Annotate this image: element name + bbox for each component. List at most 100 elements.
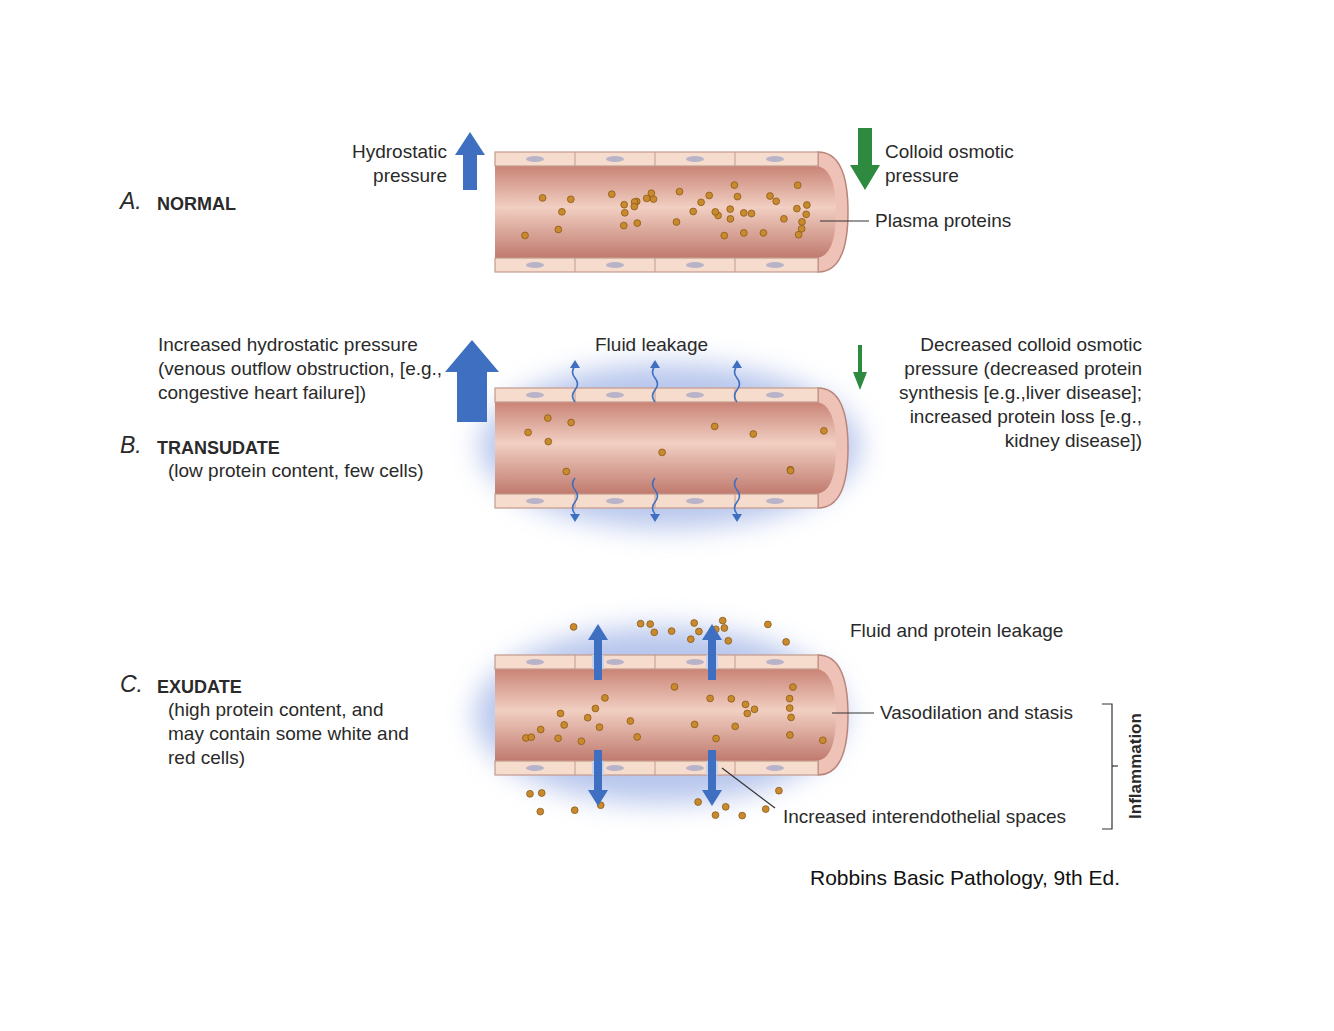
plasma-protein <box>621 209 628 216</box>
label-text: Hydrostatic pressure <box>330 140 447 188</box>
label-text: Decreased colloid osmotic pressure (decr… <box>872 333 1142 453</box>
plasma-protein <box>781 215 788 222</box>
plasma-protein <box>750 431 757 438</box>
plasma-protein <box>742 701 749 708</box>
plasma-protein <box>537 808 544 815</box>
caption: Robbins Basic Pathology, 9th Ed. <box>810 866 1230 890</box>
plasma-protein <box>559 208 566 215</box>
plasma-protein <box>734 193 741 200</box>
plasma-protein <box>691 721 698 728</box>
plasma-protein <box>751 706 758 713</box>
label-text: Inflammation <box>1124 706 1148 826</box>
plasma-protein <box>712 812 719 819</box>
label-text: Fluid and protein leakage <box>850 619 1110 643</box>
plasma-protein <box>647 621 654 628</box>
label-text: Fluid leakage <box>595 333 725 357</box>
plasma-protein <box>783 639 790 646</box>
plasma-protein <box>563 468 570 475</box>
plasma-protein <box>525 429 532 436</box>
plasma-protein <box>721 625 728 632</box>
plasma-protein <box>713 735 720 742</box>
plasma-protein <box>803 211 810 218</box>
plasma-protein <box>790 684 797 691</box>
plasma-protein <box>567 196 574 203</box>
plasma-protein <box>621 201 628 208</box>
plasma-protein <box>698 199 705 206</box>
plasma-protein <box>561 722 568 729</box>
plasma-protein <box>584 714 591 721</box>
plasma-protein <box>744 710 751 717</box>
label-text: Colloid osmotic pressure <box>885 140 1050 188</box>
label-text: Increased interendothelial spaces <box>783 805 1113 829</box>
label-text: B. <box>120 433 160 457</box>
plasma-protein <box>643 195 650 202</box>
plasma-protein <box>795 231 802 238</box>
plasma-protein <box>571 807 578 814</box>
plasma-protein <box>760 230 767 237</box>
plasma-protein <box>570 624 577 631</box>
label-text: NORMAL <box>157 192 277 216</box>
plasma-protein <box>788 714 795 721</box>
plasma-protein <box>544 415 551 422</box>
plasma-protein <box>773 198 780 205</box>
plasma-protein <box>691 620 698 627</box>
plasma-protein <box>671 684 678 691</box>
label-text: TRANSUDATE <box>157 436 317 460</box>
plasma-protein <box>687 636 694 643</box>
plasma-protein <box>740 230 747 237</box>
plasma-protein <box>739 812 746 819</box>
plasma-protein <box>767 193 774 200</box>
plasma-protein <box>732 723 739 730</box>
plasma-protein <box>522 232 529 239</box>
plasma-protein <box>555 735 562 742</box>
plasma-protein <box>528 734 535 741</box>
plasma-protein <box>711 423 718 430</box>
plasma-protein <box>728 695 735 702</box>
plasma-protein <box>799 219 806 226</box>
plasma-protein <box>786 705 793 712</box>
plasma-protein <box>722 803 729 810</box>
plasma-protein <box>787 732 794 739</box>
plasma-protein <box>673 219 680 226</box>
plasma-protein <box>568 419 575 426</box>
plasma-protein <box>819 737 826 744</box>
plasma-protein <box>719 617 726 624</box>
plasma-protein <box>794 182 801 189</box>
plasma-protein <box>712 209 719 216</box>
plasma-protein <box>555 226 562 233</box>
label-text: A. <box>120 189 160 213</box>
plasma-protein <box>651 629 658 636</box>
plasma-protein <box>727 216 734 223</box>
plasma-protein <box>527 790 534 797</box>
label-text: Vasodilation and stasis <box>880 701 1105 725</box>
plasma-protein <box>731 182 738 189</box>
label-text: (high protein content, and may contain s… <box>168 698 418 770</box>
plasma-protein <box>786 695 793 702</box>
plasma-protein <box>596 724 603 731</box>
plasma-protein <box>740 210 747 217</box>
plasma-protein <box>539 195 546 202</box>
label-text: Increased hydrostatic pressure (venous o… <box>158 333 443 405</box>
plasma-protein <box>602 695 609 702</box>
plasma-protein <box>707 695 714 702</box>
plasma-protein <box>592 705 599 712</box>
plasma-protein <box>776 787 783 794</box>
plasma-protein <box>706 192 713 199</box>
plasma-protein <box>637 620 644 627</box>
plasma-protein <box>557 710 564 717</box>
plasma-protein <box>721 232 728 239</box>
plasma-protein <box>821 427 828 434</box>
plasma-protein <box>631 203 638 210</box>
plasma-protein <box>696 628 703 635</box>
plasma-protein <box>620 222 627 229</box>
plasma-protein <box>634 734 641 741</box>
plasma-protein <box>578 738 585 745</box>
plasma-protein <box>690 208 697 215</box>
plasma-protein <box>695 799 702 806</box>
plasma-protein <box>545 438 552 445</box>
plasma-protein <box>794 205 801 212</box>
label-text: C. <box>120 672 160 696</box>
plasma-protein <box>762 806 769 813</box>
plasma-protein <box>725 637 732 644</box>
